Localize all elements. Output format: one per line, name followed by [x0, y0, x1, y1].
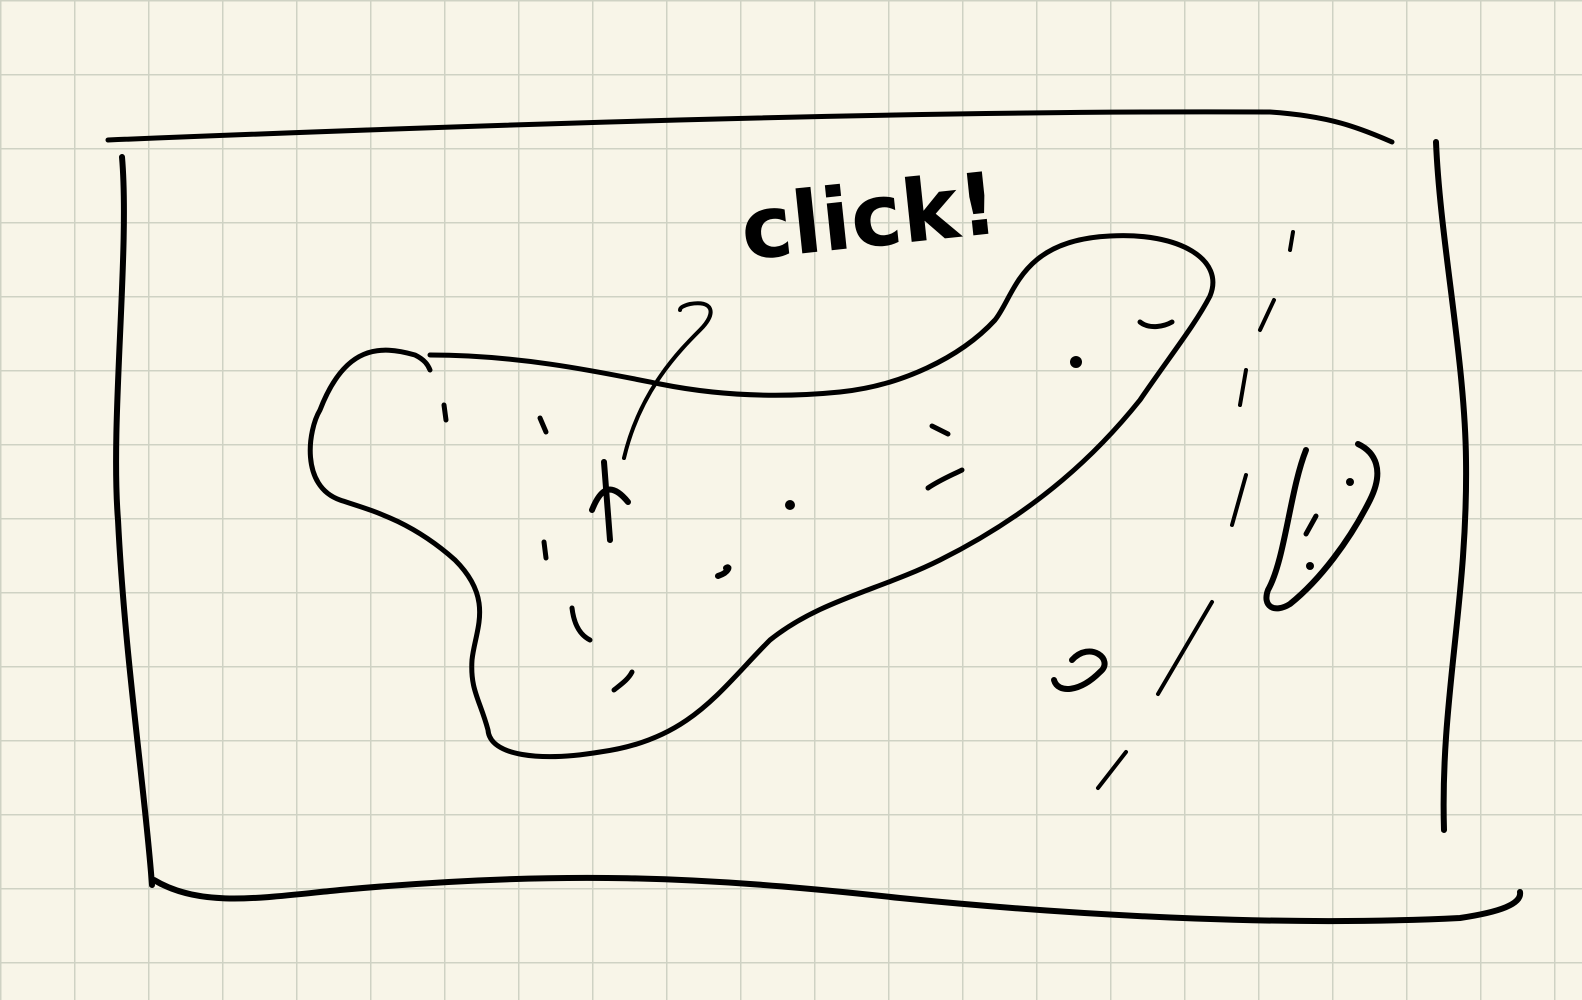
dash-mark	[1230, 473, 1248, 527]
small-lasso	[1263, 441, 1381, 612]
frame-right-edge	[1433, 139, 1470, 833]
small-lasso-outline	[1263, 441, 1381, 612]
mark	[569, 605, 593, 643]
dash-mark	[1096, 750, 1128, 790]
mark	[1303, 513, 1319, 537]
mark	[1137, 319, 1175, 330]
dash-mark	[1156, 600, 1214, 696]
mark	[925, 423, 965, 491]
lasso-selection-outline	[307, 233, 1216, 760]
outer-frame	[105, 109, 1524, 925]
mark	[611, 669, 635, 693]
inner-marks	[441, 319, 1175, 693]
dash-mark	[1258, 298, 1276, 332]
dot-mark	[1070, 356, 1082, 368]
mark	[537, 415, 549, 435]
frame-bottom-edge	[151, 874, 1524, 925]
cross-mark	[589, 459, 631, 543]
mark	[441, 402, 449, 423]
dot-mark	[785, 500, 795, 510]
frame-top-edge	[105, 109, 1395, 145]
mark	[715, 564, 732, 579]
dot-mark	[1346, 478, 1354, 486]
dash-mark	[1288, 230, 1295, 252]
dot-mark	[1306, 562, 1314, 570]
annotation-arrow	[622, 301, 713, 460]
outer-marks	[1051, 230, 1295, 790]
frame-left-edge	[113, 154, 155, 888]
dash-mark	[1238, 368, 1248, 407]
hook-mark	[1051, 648, 1108, 692]
mark	[541, 539, 549, 561]
annotation-label: click!	[736, 154, 1002, 280]
